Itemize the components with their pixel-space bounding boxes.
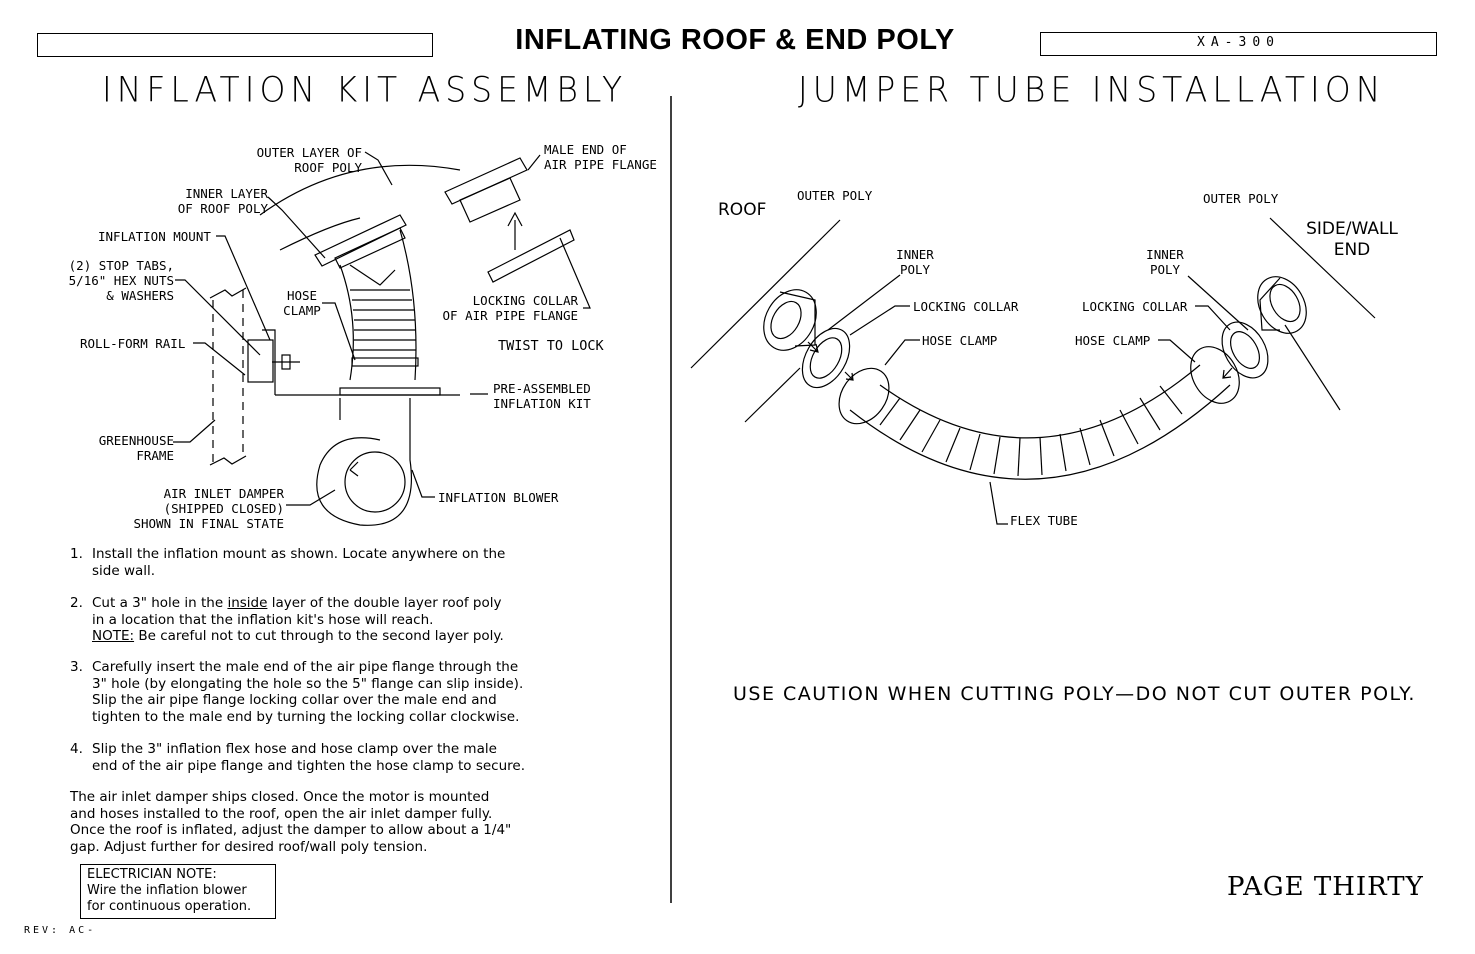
label-inflation-blower: INFLATION BLOWER xyxy=(438,490,559,505)
label-locking-collar-right: LOCKING COLLAR xyxy=(1082,299,1188,314)
instruction-step-2: 2.Cut a 3" hole in the inside layer of t… xyxy=(70,595,504,644)
label-pre-assembled-kit: PRE-ASSEMBLED INFLATION KIT xyxy=(493,381,591,411)
label-male-end-flange: MALE END OF AIR PIPE FLANGE xyxy=(544,142,657,172)
label-locking-collar-left: LOCKING COLLAR xyxy=(913,299,1019,314)
page-number: PAGE THIRTY xyxy=(1227,872,1424,902)
label-inner-poly-right: INNER POLY xyxy=(1146,247,1184,277)
revision-label: REV: AC- xyxy=(24,925,97,936)
label-air-inlet-damper: AIR INLET DAMPER (SHIPPED CLOSED) SHOWN … xyxy=(133,486,284,531)
section-title-inflation-kit: INFLATION KIT ASSEMBLY xyxy=(102,69,628,110)
label-outer-poly-right: OUTER POLY xyxy=(1203,191,1279,206)
label-twist-to-lock: TWIST TO LOCK xyxy=(498,338,604,354)
damper-paragraph: The air inlet damper ships closed. Once … xyxy=(70,789,512,855)
label-locking-collar-flange: LOCKING COLLAR OF AIR PIPE FLANGE xyxy=(442,293,578,323)
label-inflation-mount: INFLATION MOUNT xyxy=(98,229,211,244)
left-locking-collar xyxy=(801,327,851,389)
label-roll-form-rail: ROLL-FORM RAIL xyxy=(80,336,186,351)
inflation-mount-bracket xyxy=(247,329,300,395)
label-hose-clamp-left: HOSE CLAMP xyxy=(922,333,998,348)
label-greenhouse-frame: GREENHOUSE FRAME xyxy=(98,433,174,463)
instruction-step-4: 4.Slip the 3" inflation flex hose and ho… xyxy=(70,741,525,774)
inflation-hose xyxy=(339,229,419,381)
label-roof: ROOF xyxy=(718,200,767,220)
outer-roof-poly-line xyxy=(259,164,461,216)
instruction-step-3: 3.Carefully insert the male end of the a… xyxy=(70,659,524,725)
roof-outer-poly-line xyxy=(690,219,841,369)
label-inner-poly-left: INNER POLY xyxy=(896,247,934,277)
left-flange xyxy=(763,289,817,351)
instruction-step-1: 1.Install the inflation mount as shown. … xyxy=(70,546,506,579)
blower-housing xyxy=(316,398,412,526)
label-stop-tabs: (2) STOP TABS, 5/16" HEX NUTS & WASHERS xyxy=(68,258,174,303)
right-locking-collar xyxy=(1221,321,1269,379)
label-outer-layer-roof-poly: OUTER LAYER OF ROOF POLY xyxy=(256,145,362,175)
air-pipe-flange-installed xyxy=(314,214,407,269)
flex-tube xyxy=(838,346,1240,480)
greenhouse-frame xyxy=(212,290,244,465)
label-flex-tube: FLEX TUBE xyxy=(1010,513,1078,528)
document-code-box: XA-300 xyxy=(1040,32,1437,56)
caution-note: USE CAUTION WHEN CUTTING POLY—DO NOT CUT… xyxy=(733,683,1416,705)
label-side-wall-end: SIDE/WALL END xyxy=(1306,219,1398,260)
assembly-arrow xyxy=(507,211,523,250)
label-hose-clamp-kit: HOSE CLAMP xyxy=(283,288,321,318)
label-hose-clamp-right: HOSE CLAMP xyxy=(1075,333,1151,348)
electrician-note-box: ELECTRICIAN NOTE: Wire the inflation blo… xyxy=(80,864,276,919)
page-title: INFLATING ROOF & END POLY xyxy=(515,24,955,56)
section-title-jumper-tube: JUMPER TUBE INSTALLATION xyxy=(798,69,1386,110)
label-inner-layer-roof-poly: INNER LAYER OF ROOF POLY xyxy=(177,186,268,216)
label-outer-poly-left: OUTER POLY xyxy=(797,188,873,203)
locking-collar-part xyxy=(487,229,575,283)
wall-inner-poly-line xyxy=(1284,324,1341,411)
header-blank-box-left xyxy=(37,33,433,57)
inner-roof-poly-line xyxy=(279,217,361,251)
roof-inner-poly-line xyxy=(744,367,801,423)
right-flange xyxy=(1257,276,1307,334)
male-end-of-flange xyxy=(444,157,528,223)
